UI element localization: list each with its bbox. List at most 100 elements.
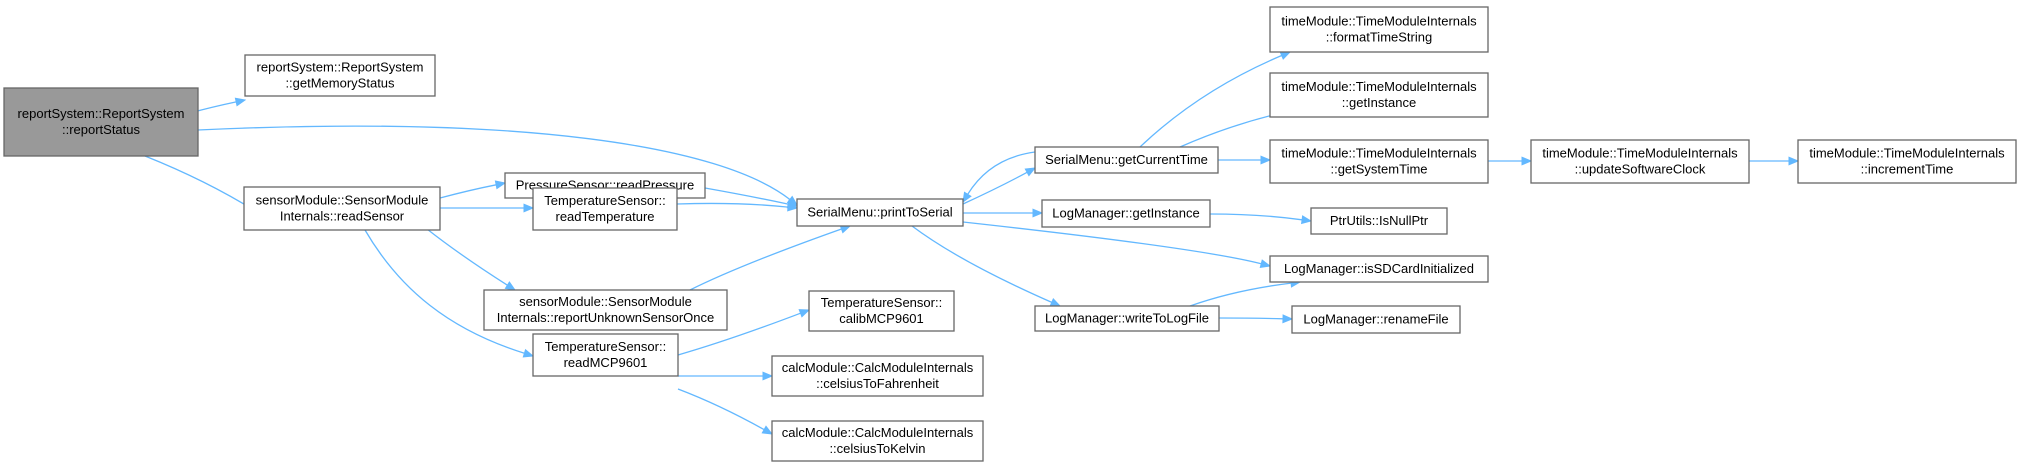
node-box (1034, 305, 1220, 332)
node-box (532, 333, 679, 377)
node-n16[interactable]: timeModule::TimeModuleInternals::getInst… (1269, 72, 1489, 118)
edge-line (1189, 282, 1292, 307)
node-n22[interactable]: timeModule::TimeModuleInternals::increme… (1797, 139, 2017, 184)
arrow-head-icon (1282, 314, 1294, 324)
edge-line (1218, 317, 1284, 320)
node-label: sensorModule::SensorModule (519, 294, 692, 309)
node-label: ::getSystemTime (1330, 162, 1427, 177)
node-label: TemperatureSensor:: (544, 193, 665, 208)
node-box (1530, 139, 1750, 184)
edge-line (364, 229, 525, 354)
edge-line (967, 151, 1036, 195)
node-n2[interactable]: reportSystem::ReportSystem::getMemorySta… (244, 54, 436, 97)
node-label: TemperatureSensor:: (545, 339, 666, 354)
node-box (1269, 72, 1489, 118)
edge-line (439, 184, 497, 199)
edge-line (962, 171, 1028, 205)
node-label: calcModule::CalcModuleInternals (782, 425, 974, 440)
node-box (1269, 255, 1489, 283)
edge-n8-to-n12 (962, 167, 1037, 205)
node-n17[interactable]: timeModule::TimeModuleInternals::getSyst… (1269, 139, 1489, 184)
node-n8[interactable]: SerialMenu::printToSerial (796, 198, 964, 227)
edge-n7-to-n9 (677, 309, 811, 356)
node-label: ::celsiusToFahrenheit (816, 376, 939, 391)
arrow-head-icon (1032, 208, 1044, 218)
edge-line (144, 155, 261, 215)
node-label: LogManager::isSDCardInitialized (1284, 261, 1474, 276)
edge-line (1139, 54, 1282, 148)
node-label: TemperatureSensor:: (821, 295, 942, 310)
edge-n13-to-n18 (1209, 213, 1313, 225)
edge-n3-to-n6 (426, 228, 517, 291)
node-n19[interactable]: LogManager::isSDCardInitialized (1269, 255, 1489, 283)
node-box (1310, 207, 1448, 235)
node-label: PtrUtils::IsNullPtr (1330, 213, 1429, 228)
node-label: ::incrementTime (1861, 162, 1954, 177)
node-n9[interactable]: TemperatureSensor::calibMCP9601 (808, 290, 955, 332)
node-box (1291, 305, 1461, 334)
node-n1[interactable]: reportSystem::ReportSystem::reportStatus (3, 87, 199, 157)
edge-layer (144, 51, 1800, 435)
edge-line (197, 125, 791, 201)
arrow-head-icon (494, 180, 507, 190)
arrow-head-icon (798, 309, 811, 318)
node-box (483, 289, 728, 331)
node-n3[interactable]: sensorModule::SensorModuleInternals::rea… (243, 186, 441, 231)
node-box (1797, 139, 2017, 184)
edge-n3-to-n4 (439, 180, 507, 199)
node-label: timeModule::TimeModuleInternals (1281, 14, 1477, 29)
node-label: reportSystem::ReportSystem (257, 60, 424, 75)
node-label: ::celsiusToKelvin (829, 441, 925, 456)
edge-n8-to-n19 (962, 221, 1272, 269)
arrow-head-icon (504, 281, 517, 291)
node-n18[interactable]: PtrUtils::IsNullPtr (1310, 207, 1448, 235)
node-n14[interactable]: LogManager::writeToLogFile (1034, 305, 1220, 332)
edge-line (704, 187, 789, 205)
edge-n3-to-n5 (439, 203, 535, 213)
arrow-head-icon (1301, 215, 1313, 225)
node-label: SerialMenu::printToSerial (807, 205, 952, 220)
edge-n21-to-n22 (1749, 156, 1800, 166)
edge-n8-to-n13 (963, 208, 1044, 218)
node-box (1269, 139, 1489, 184)
edge-line (677, 312, 801, 356)
node-n11[interactable]: calcModule::CalcModuleInternals::celsius… (771, 420, 984, 462)
node-n10[interactable]: calcModule::CalcModuleInternals::celsius… (771, 355, 984, 397)
node-n21[interactable]: timeModule::TimeModuleInternals::updateS… (1530, 139, 1750, 184)
edge-line (677, 388, 765, 431)
arrow-head-icon (761, 425, 774, 435)
node-box (1041, 199, 1211, 228)
node-n5[interactable]: TemperatureSensor::readTemperature (532, 187, 678, 231)
arrow-head-icon (1260, 155, 1272, 165)
edge-n7-to-n10 (678, 371, 774, 381)
node-box (244, 54, 436, 97)
node-label: ::getMemoryStatus (285, 76, 395, 91)
node-label: ::reportStatus (62, 122, 141, 137)
node-label: readMCP9601 (564, 355, 648, 370)
node-n6[interactable]: sensorModule::SensorModuleInternals::rep… (483, 289, 728, 331)
edge-n7-to-n11 (677, 388, 774, 435)
arrow-head-icon (1279, 51, 1292, 60)
edge-n12-to-n17 (1217, 155, 1272, 165)
node-box (808, 290, 955, 332)
node-n20[interactable]: LogManager::renameFile (1291, 305, 1461, 334)
node-n12[interactable]: SerialMenu::getCurrentTime (1034, 146, 1219, 174)
node-label: readTemperature (556, 209, 655, 224)
node-label: reportSystem::ReportSystem (18, 106, 185, 121)
edge-line (1179, 112, 1282, 148)
node-n7[interactable]: TemperatureSensor::readMCP9601 (532, 333, 679, 377)
node-label: LogManager::getInstance (1052, 206, 1199, 221)
arrow-head-icon (1521, 156, 1533, 166)
node-label: Internals::readSensor (280, 209, 405, 224)
node-n13[interactable]: LogManager::getInstance (1041, 199, 1211, 228)
node-n15[interactable]: timeModule::TimeModuleInternals::formatT… (1269, 6, 1489, 53)
arrow-head-icon (1788, 156, 1800, 166)
arrow-head-icon (1024, 167, 1037, 177)
node-label: Internals::reportUnknownSensorOnce (497, 310, 715, 325)
arrow-head-icon (762, 371, 774, 381)
node-label: ::updateSoftwareClock (1575, 162, 1706, 177)
node-label: ::formatTimeString (1326, 30, 1432, 45)
node-label: timeModule::TimeModuleInternals (1281, 146, 1477, 161)
edge-line (1209, 213, 1303, 221)
